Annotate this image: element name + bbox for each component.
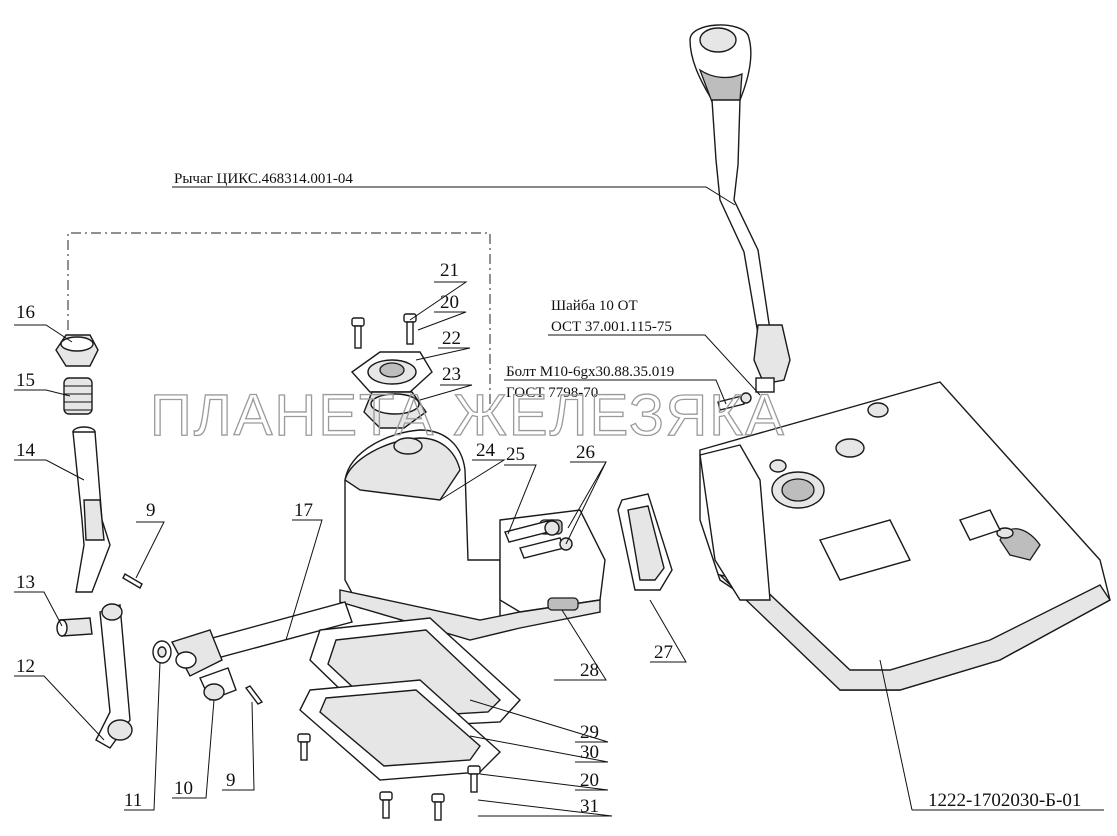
callout-9-top: 9 [146,500,156,521]
callout-26: 26 [576,442,595,463]
callout-11: 11 [124,790,142,811]
callout-24: 24 [476,440,496,461]
callout-20-top: 20 [440,292,459,313]
gear-lever [689,24,791,393]
callout-numbers: 16 15 14 9 13 12 11 10 9 17 21 20 22 23 … [16,260,673,817]
pin-9-bottom [244,685,264,705]
callout-31: 31 [580,796,599,817]
leader-lines [14,186,1104,817]
callout-30: 30 [580,742,599,763]
spring-15 [63,377,93,415]
note-bolt-line-1: Болт М10-6gx30.88.35.019 [506,364,674,380]
pin-9-top [122,573,143,589]
callout-28: 28 [580,660,599,681]
bolts-21-20 [351,313,417,349]
note-assembly: 1222-1702030-Б-01 [928,790,1081,811]
callout-15: 15 [16,370,35,391]
callout-10: 10 [174,778,193,799]
housing-body-24 [339,429,606,641]
callout-16: 16 [16,302,35,323]
callout-21: 21 [440,260,459,281]
watermark: ПЛАНЕТА ЖЕЛЕЗЯКА [150,383,786,448]
callout-22: 22 [442,328,461,349]
note-washer-line-2: ОСТ 37.001.115-75 [551,319,672,335]
rod-14 [72,426,111,593]
housing-plate [699,381,1112,691]
seal-22-23 [350,351,433,429]
note-bolt-line-2: ГОСТ 7798-70 [506,385,598,401]
bolt-m10-and-washer [717,392,752,411]
bolts-25-26 [504,519,573,559]
shaft-17 [170,601,353,701]
callout-20-bottom: 20 [580,770,599,791]
callout-13: 13 [16,572,35,593]
note-washer-line-1: Шайба 10 ОТ [551,298,638,314]
bolts-20-31-bottom [297,733,481,821]
washer-11 [152,640,172,664]
part-notes: Рычаг ЦИКС.468314.001-04 Шайба 10 ОТ ОСТ… [174,171,1081,811]
pin-13 [56,617,93,637]
callout-25: 25 [506,444,525,465]
callout-17: 17 [294,500,313,521]
link-12 [95,603,133,749]
callout-27: 27 [654,642,673,663]
callout-12: 12 [16,656,35,677]
nut-16 [55,334,99,367]
callout-14: 14 [16,440,36,461]
relation-dashed-line [67,232,491,410]
note-lever: Рычаг ЦИКС.468314.001-04 [174,171,353,187]
callout-29: 29 [580,722,599,743]
gasket-27 [617,493,673,591]
callout-23: 23 [442,364,461,385]
callout-9-bottom: 9 [226,770,236,791]
